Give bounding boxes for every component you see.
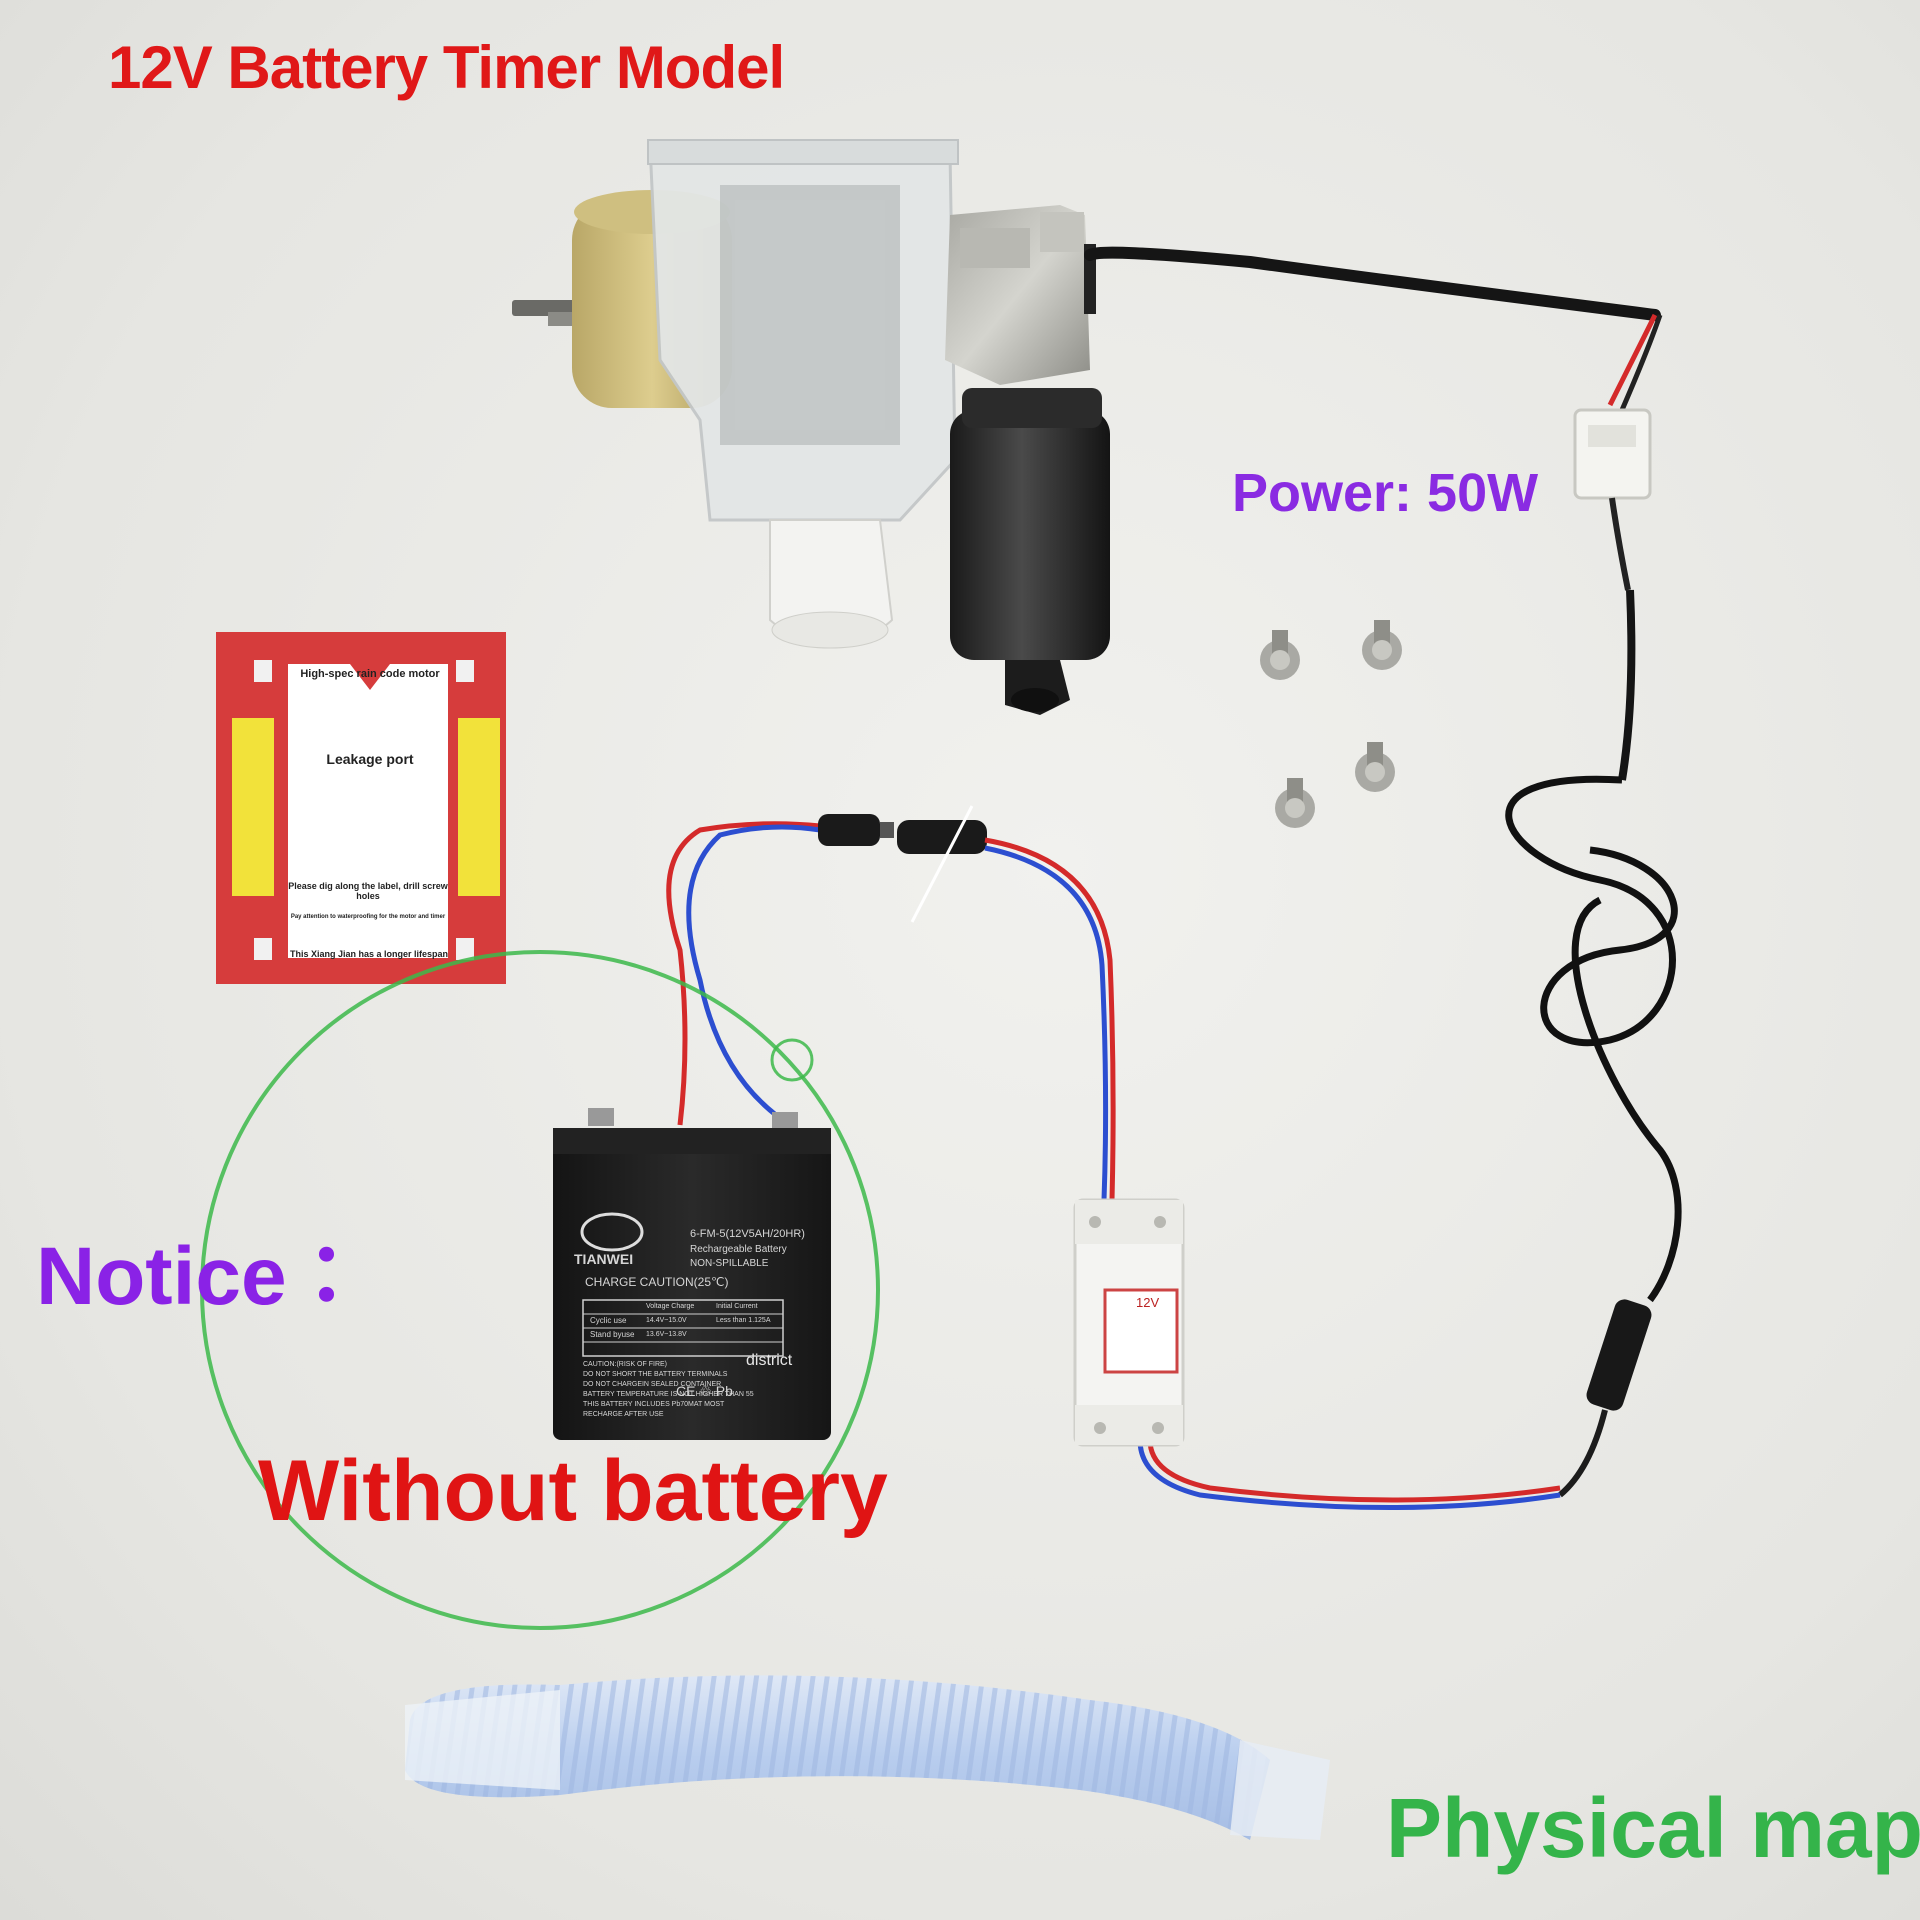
battery-row1-voltage: 14.4V~15.0V [646, 1317, 687, 1324]
highlight-circle [200, 950, 880, 1630]
battery-row1-label: Cyclic use [590, 1316, 627, 1325]
battery-fire1: CAUTION:(RISK OF FIRE) [583, 1361, 667, 1368]
battery-type2: NON-SPILLABLE [690, 1258, 769, 1269]
battery-charge-caution: CHARGE CAUTION(25℃) [585, 1275, 729, 1289]
label-card [216, 632, 506, 984]
battery-row1-current: Less than 1.125A [716, 1317, 771, 1324]
battery-model: 6-FM-5(12V5AH/20HR) [690, 1228, 805, 1240]
notice-colon: ： [306, 1227, 389, 1318]
title-caption: 12V Battery Timer Model [108, 34, 785, 101]
battery [553, 1108, 831, 1440]
label-card-center: Leakage port [326, 751, 414, 767]
battery-fire3: DO NOT CHARGEIN SEALED CONTAINER [583, 1381, 722, 1388]
battery-marks: CE ♲ Pb [676, 1383, 733, 1399]
battery-row2-label: Stand byuse [590, 1330, 635, 1339]
battery-district: district [746, 1352, 793, 1369]
label-card-heading: High-spec rain code motor [300, 668, 440, 680]
screws [1260, 620, 1402, 828]
battery-fire4: BATTERY TEMPERATURE IS NOT HIGHER THAN 5… [583, 1391, 754, 1398]
timer-module [1073, 1198, 1185, 1447]
notice-caption: Notice [36, 1231, 287, 1322]
without-battery-caption: Without battery [258, 1443, 888, 1539]
label-card-waterproof: Pay attention to waterproofing for the m… [290, 914, 446, 920]
physical-map-caption: Physical map [1386, 1781, 1920, 1875]
pump-assembly [512, 139, 1110, 715]
corrugated-hose [405, 1675, 1330, 1840]
battery-row2-voltage: 13.6V~13.8V [646, 1331, 687, 1338]
timer-tag: 12V [1136, 1295, 1160, 1310]
battery-brand: TIANWEI [574, 1251, 634, 1267]
battery-col-voltage: Voltage Charge [646, 1303, 695, 1310]
battery-fire2: DO NOT SHORT THE BATTERY TERMINALS [583, 1371, 728, 1378]
battery-col-current: Initial Current [716, 1303, 758, 1310]
label-card-instruction: Please dig along the label, drill screw … [288, 881, 448, 901]
cables [666, 246, 1682, 1510]
battery-fire5: THIS BATTERY INCLUDES Pb70MAT MOST [583, 1401, 725, 1408]
label-card-lifespan: This Xiang Jian has a longer lifespan [289, 949, 449, 959]
power-caption: Power: 50W [1232, 463, 1539, 523]
battery-type1: Rechargeable Battery [690, 1244, 787, 1255]
battery-fire6: RECHARGE AFTER USE [583, 1411, 664, 1418]
